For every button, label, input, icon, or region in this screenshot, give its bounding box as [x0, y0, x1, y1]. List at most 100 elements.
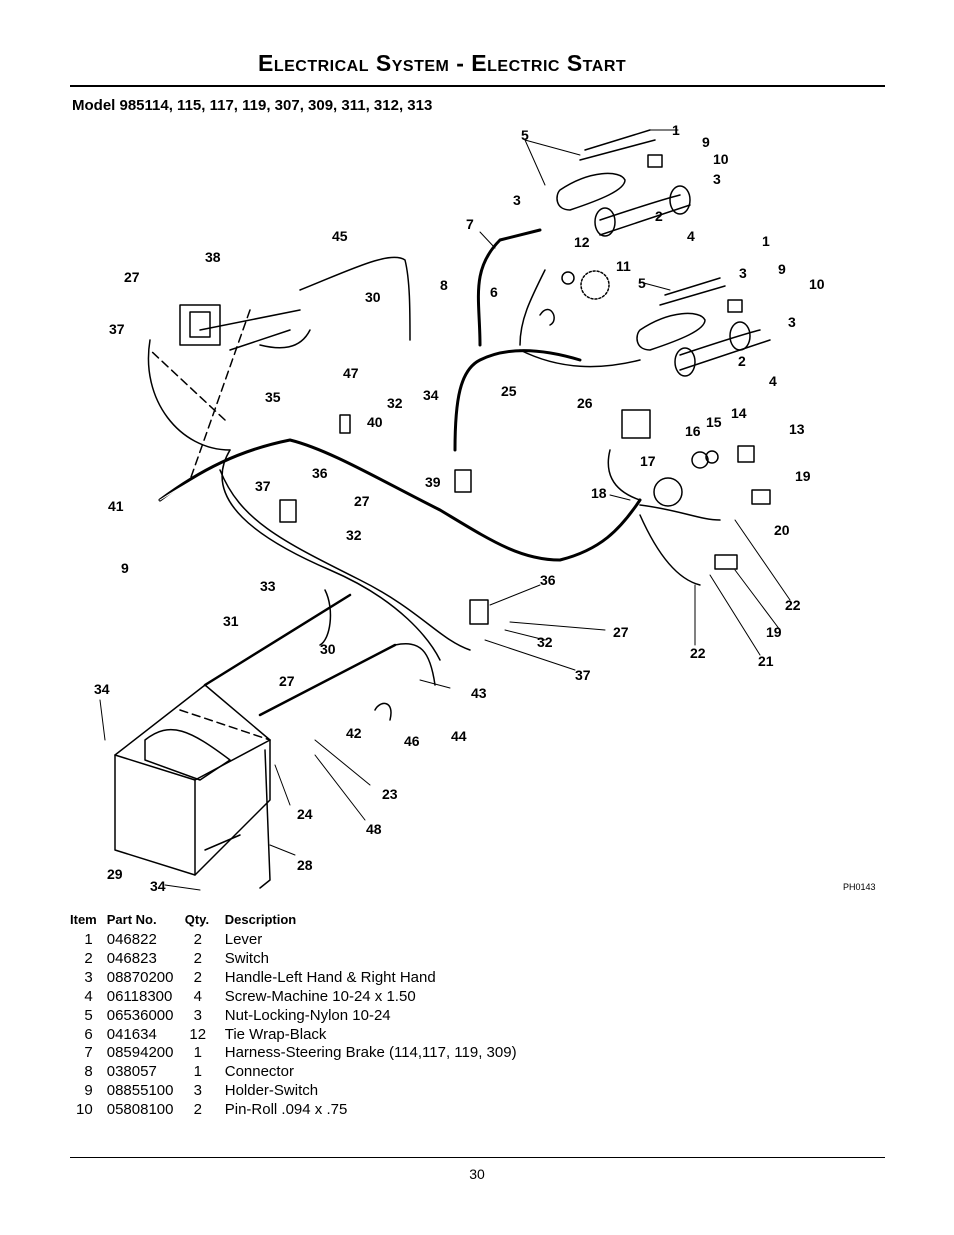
header-part-no: Part No. — [106, 912, 157, 927]
callout-label: 5 — [521, 127, 529, 143]
cell-part-no: 06536000 — [106, 1006, 174, 1024]
callout-label: 41 — [108, 498, 124, 514]
cell-qty: 2 — [193, 931, 202, 948]
cell-item: 10 — [76, 1101, 93, 1119]
diagram-code: PH0143 — [843, 882, 876, 892]
callout-label: 27 — [613, 624, 629, 640]
callout-label: 22 — [785, 597, 801, 613]
callout-label: 39 — [425, 474, 441, 490]
cell-item: 9 — [84, 1082, 93, 1100]
cell-item: 7 — [84, 1044, 93, 1062]
callout-label: 12 — [574, 234, 590, 250]
callout-label: 23 — [382, 786, 398, 802]
callout-label: 21 — [758, 653, 774, 669]
cell-item: 4 — [84, 987, 93, 1005]
callout-label: 7 — [466, 216, 474, 232]
cell-description: Pin-Roll .094 x .75 — [224, 1101, 348, 1119]
callout-label: 9 — [778, 261, 786, 277]
cell-part-no: 08870200 — [106, 968, 174, 986]
callout-label: 3 — [788, 314, 796, 330]
callout-label: 47 — [343, 365, 359, 381]
cell-qty: 3 — [193, 1006, 202, 1024]
cell-qty: 2 — [193, 949, 202, 967]
callout-label: 17 — [640, 453, 656, 469]
callout-label: 38 — [205, 249, 221, 265]
callout-label: 30 — [320, 641, 336, 657]
callout-label: 22 — [690, 645, 706, 661]
page-title: Electrical System - Electric Start — [258, 50, 627, 76]
cell-description: Harness-Steering Brake (114,117, 119, 30… — [224, 1044, 517, 1062]
parts-table-header: Item Part No. Qty. Description — [70, 912, 527, 931]
cell-qty: 2 — [193, 1101, 202, 1119]
main-harness — [158, 438, 642, 562]
footer-rule — [70, 1157, 885, 1158]
cell-description: Switch — [224, 949, 269, 967]
cell-qty: 1 — [193, 1063, 202, 1081]
header-qty: Qty. — [184, 912, 210, 927]
callout-label: 36 — [312, 465, 328, 481]
callout-label: 32 — [387, 395, 403, 411]
callout-label: 33 — [260, 578, 276, 594]
callout-label: 19 — [795, 468, 811, 484]
cell-part-no: 041634 — [106, 1025, 157, 1043]
callout-label: 36 — [540, 572, 556, 588]
callout-label: 37 — [255, 478, 271, 494]
model-subtitle: Model 985114, 115, 117, 119, 307, 309, 3… — [72, 97, 433, 114]
callout-label: 44 — [451, 728, 467, 744]
table-row: 3 08870200 2 Handle-Left Hand & Right Hand — [70, 969, 527, 988]
callout-label: 40 — [367, 414, 383, 430]
callout-label: 1 — [762, 233, 770, 249]
callout-label: 10 — [713, 151, 729, 167]
battery-cable — [203, 593, 352, 687]
callout-label: 18 — [591, 485, 607, 501]
callout-label: 4 — [687, 228, 695, 244]
callout-label: 14 — [731, 405, 747, 421]
cell-qty: 12 — [189, 1025, 207, 1043]
callout-label: 20 — [774, 522, 790, 538]
steering-harness — [453, 349, 582, 452]
callout-label: 1 — [672, 122, 680, 138]
callout-label: 19 — [766, 624, 782, 640]
callout-label: 8 — [440, 277, 448, 293]
callout-label: 28 — [297, 857, 313, 873]
callout-label: 29 — [107, 866, 123, 882]
callout-label: 9 — [702, 134, 710, 150]
cell-item: 5 — [84, 1006, 93, 1024]
callout-label: 3 — [513, 192, 521, 208]
callout-label: 25 — [501, 383, 517, 399]
cell-part-no: 08594200 — [106, 1044, 174, 1062]
cell-item: 3 — [84, 968, 93, 986]
page-number: 30 — [469, 1166, 485, 1182]
cell-description: Tie Wrap-Black — [224, 1025, 327, 1043]
callout-label: 3 — [739, 265, 747, 281]
cell-description: Handle-Left Hand & Right Hand — [224, 968, 436, 986]
cell-part-no: 08855100 — [106, 1082, 174, 1100]
callout-label: 27 — [124, 269, 140, 285]
callout-label: 26 — [577, 395, 593, 411]
cell-part-no: 046823 — [106, 949, 157, 967]
callout-label: 35 — [265, 389, 281, 405]
callout-label: 32 — [346, 527, 362, 543]
callout-label: 6 — [490, 284, 498, 300]
cell-part-no: 038057 — [106, 1063, 157, 1081]
callout-label: 11 — [616, 258, 631, 274]
callout-label: 10 — [809, 276, 825, 292]
cell-item: 1 — [84, 931, 93, 948]
title-rule — [70, 85, 885, 87]
header-description: Description — [224, 912, 297, 927]
callout-label: 15 — [706, 414, 722, 430]
callout-label: 32 — [537, 634, 553, 650]
callout-label: 2 — [738, 353, 746, 369]
cell-part-no: 046822 — [106, 931, 157, 948]
cell-qty: 2 — [193, 968, 202, 986]
cell-description: Nut-Locking-Nylon 10-24 — [224, 1006, 391, 1024]
cell-qty: 4 — [193, 987, 202, 1005]
cell-qty: 3 — [193, 1082, 202, 1100]
